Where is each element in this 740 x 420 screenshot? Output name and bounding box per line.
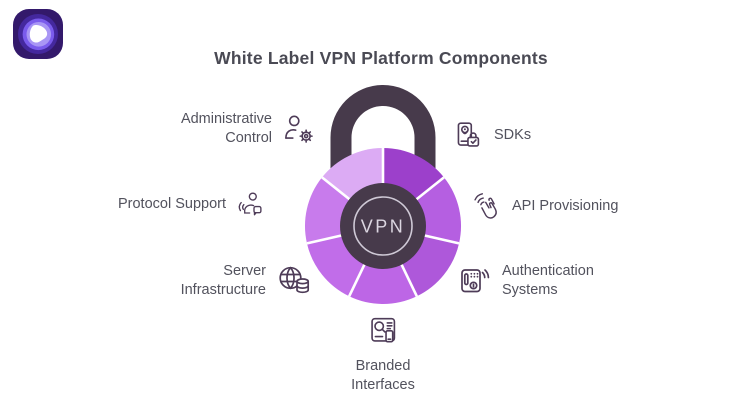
logo-pick-mark bbox=[29, 25, 48, 43]
component-sdks: SDKs bbox=[448, 117, 531, 155]
component-label: Server Infrastructure bbox=[180, 262, 266, 298]
page-title: White Label VPN Platform Components bbox=[214, 48, 548, 68]
padlock-shackle bbox=[330, 85, 436, 178]
vpn-center-label: VPN bbox=[361, 217, 406, 237]
component-label: SDKs bbox=[494, 127, 532, 144]
vpn-padlock-diagram: VPN bbox=[305, 85, 461, 305]
person-communication-icon bbox=[238, 192, 262, 216]
component-protocol-support: Protocol Support bbox=[118, 189, 266, 221]
globe-database-icon bbox=[279, 266, 310, 294]
component-authentication-systems: Authentication Systems bbox=[454, 261, 614, 301]
padlock-hub bbox=[340, 183, 426, 269]
branding-window-icon bbox=[371, 317, 396, 343]
device-location-lock-icon bbox=[457, 122, 480, 147]
user-gear-icon bbox=[285, 115, 313, 143]
component-label: Administrative Control bbox=[180, 111, 272, 147]
component-branded-interfaces: Branded Interfaces bbox=[337, 312, 429, 395]
hand-signal-icon bbox=[474, 193, 497, 219]
vpn-ring bbox=[353, 196, 413, 256]
keypad-lock-icon bbox=[461, 269, 490, 293]
component-label: API Provisioning bbox=[512, 198, 619, 215]
component-label: Branded Interfaces bbox=[351, 358, 415, 394]
component-server-infrastructure: Server Infrastructure bbox=[166, 261, 314, 301]
purevpn-logo-icon bbox=[13, 9, 63, 59]
component-label: Authentication Systems bbox=[502, 262, 594, 298]
component-api-provisioning: API Provisioning bbox=[470, 190, 618, 224]
component-administrative-control: Administrative Control bbox=[156, 110, 318, 148]
component-label: Protocol Support bbox=[117, 196, 226, 213]
